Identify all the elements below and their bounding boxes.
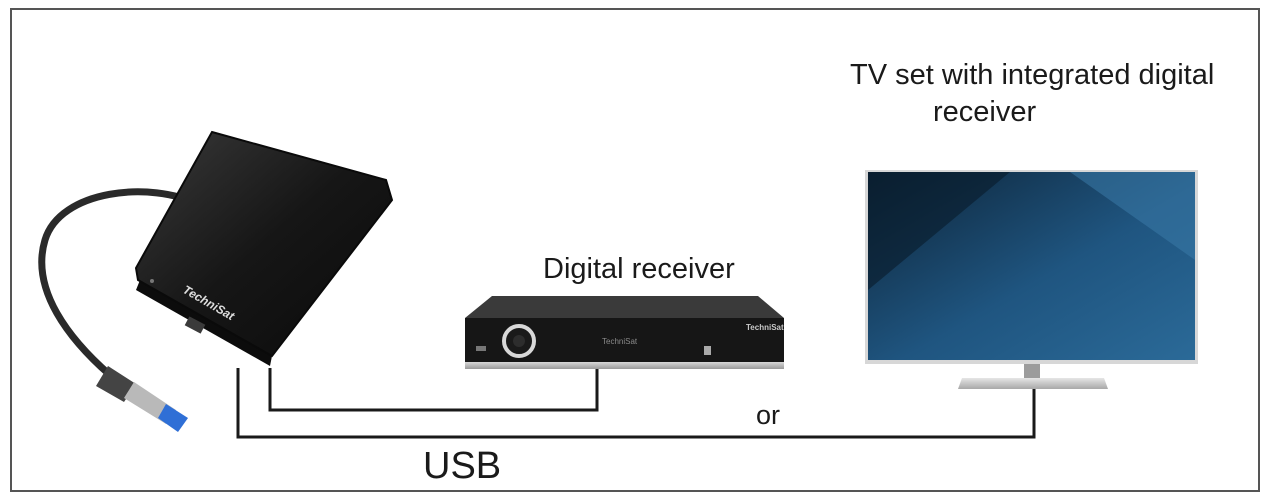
usb-cable-to-receiver [268,366,599,412]
receiver-button [704,346,711,355]
tv-label-line-1: TV set with integrated digital [850,59,1215,91]
or-label: or [756,400,781,430]
external-hard-drive-icon: TechniSat [38,130,394,432]
receiver-dial-center [513,335,525,347]
tv-neck [1024,364,1040,380]
receiver-slot [476,346,486,351]
tv-stand [958,378,1108,389]
receiver-brand-label: TechniSat [746,323,784,332]
hdd-cable [38,188,204,379]
hdd-body-side [136,280,272,366]
usb-cable-to-tv [236,368,1036,439]
hdd-body-top [134,130,394,358]
television-icon [865,170,1198,389]
hdd-usb-port [184,316,206,334]
tv-screen-shade [868,172,1010,290]
receiver-top [465,296,784,318]
receiver-label: Digital receiver [543,253,735,285]
usb-plug-icon [96,366,188,432]
receiver-base [465,362,784,369]
receiver-display: TechniSat [602,337,638,346]
diagram-frame [10,8,1260,492]
tv-screen-highlight [1070,172,1195,260]
tv-label-line-2: receiver [933,96,1037,128]
usb-label: USB [423,445,502,487]
set-top-box-icon: TechniSat TechniSat [465,296,784,369]
hdd-led [150,279,154,283]
